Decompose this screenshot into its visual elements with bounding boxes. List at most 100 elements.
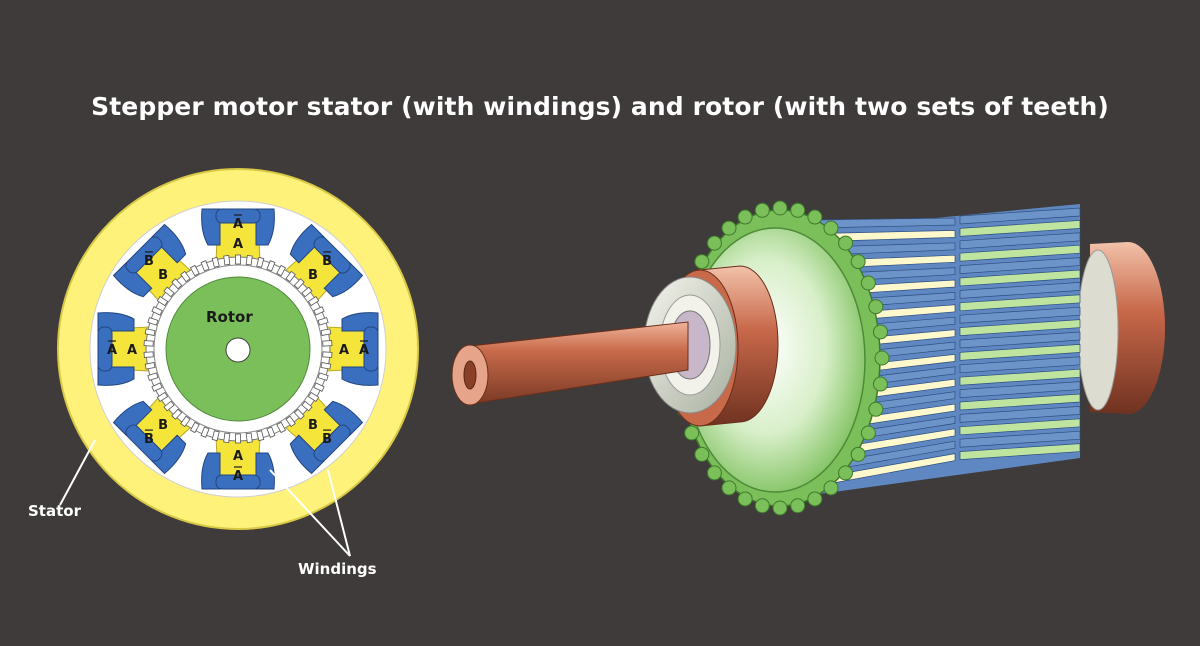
rotor-tooth — [171, 408, 183, 420]
front-disk-tooth — [850, 254, 866, 270]
front-disk-tooth — [721, 220, 737, 236]
front-disk-tooth — [706, 465, 722, 481]
front-disk-tooth — [694, 254, 710, 270]
front-disk-tooth — [772, 500, 788, 516]
stator-pointer-line — [59, 439, 96, 506]
front-disk-tooth — [823, 480, 839, 496]
front-disk-tooth — [694, 446, 710, 462]
front-disk-tooth — [772, 200, 788, 216]
front-disk-tooth — [860, 425, 876, 441]
winding-left — [151, 434, 187, 475]
front-disk-tooth — [838, 235, 854, 251]
winding-top — [363, 326, 379, 372]
coil-label: B — [322, 254, 332, 269]
rotor-tooth — [301, 286, 313, 298]
coil-label: B — [308, 418, 318, 433]
winding-top — [313, 236, 351, 274]
front-disk-tooth — [868, 299, 884, 315]
rotor-tooth — [223, 254, 231, 266]
coil-label: B — [322, 432, 332, 447]
winding-right — [97, 312, 135, 332]
rotor-tooth-strip — [959, 443, 1081, 460]
front-disk-tooth — [721, 480, 737, 496]
rotor-tooth-strip — [959, 244, 1081, 262]
rotor-tooth-strip — [959, 430, 1081, 448]
rotor-tooth — [200, 426, 210, 438]
front-disk-tooth — [872, 324, 888, 340]
front-disk-tooth — [823, 220, 839, 236]
winding-left — [112, 262, 153, 298]
winding-coil — [289, 400, 364, 475]
front-disk-tooth — [684, 425, 700, 441]
rotor-tooth — [285, 270, 296, 283]
winding-top — [313, 424, 351, 462]
rotor-tooth — [307, 295, 320, 307]
rotor-tooth-strip — [959, 294, 1081, 312]
rotor-3d-illustration — [451, 200, 1165, 516]
shaft — [469, 321, 689, 405]
front-disk-tooth — [872, 376, 888, 392]
rotor-tooth — [211, 430, 220, 442]
front-disk-tooth — [754, 498, 770, 514]
rotor-tooth-strip — [959, 331, 1081, 349]
winding-top — [215, 474, 261, 490]
rotor-tooth — [180, 415, 191, 428]
front-disk-tooth — [737, 209, 753, 225]
winding-right — [255, 208, 275, 246]
rotor-tooth — [151, 382, 163, 392]
rotor-tooth — [211, 256, 220, 268]
rotor-tooth — [235, 254, 241, 265]
rotor-tooth — [245, 432, 253, 444]
rotor-tooth — [147, 317, 159, 326]
coil-label: A — [339, 343, 349, 358]
rotor-tooth-strip — [959, 282, 1081, 299]
windings-pointer-line-1 — [269, 469, 351, 557]
stator-windings — [97, 208, 379, 490]
rotor-tooth — [285, 415, 296, 428]
winding-coil — [97, 312, 135, 386]
rotor-tooth — [245, 254, 253, 266]
rotor-tooth-strip — [959, 418, 1081, 436]
winding-right — [151, 223, 187, 264]
coil-label: A — [233, 449, 243, 464]
rotor-tooth — [266, 260, 276, 272]
stator-label: Stator — [28, 502, 81, 520]
coil-label: B — [144, 254, 154, 269]
rotor-tooth-strip — [959, 319, 1081, 336]
coil-label: A — [359, 343, 369, 358]
winding-right — [289, 434, 325, 475]
winding-top — [97, 326, 113, 372]
coil-label: A — [233, 217, 243, 232]
winding-right — [201, 452, 221, 490]
rotor-tooth — [320, 328, 332, 336]
rotor-tooth-strip — [959, 269, 1081, 287]
coil-label: A — [107, 343, 117, 358]
rotor-tooth — [151, 306, 163, 316]
rotor-tooth — [163, 400, 175, 412]
winding-right — [112, 400, 153, 436]
rotor-tooth — [317, 372, 329, 381]
windings-pointer-line-2 — [327, 469, 351, 557]
winding-top — [215, 208, 261, 224]
winding-top — [125, 424, 163, 462]
rotor-tooth-strip — [959, 232, 1081, 250]
rotor-tooth — [313, 382, 325, 392]
winding-coil — [112, 400, 187, 475]
winding-coil — [289, 223, 364, 298]
rotor-tooth — [320, 362, 332, 370]
rotor-tooth — [189, 421, 200, 434]
rotor-tooth — [143, 340, 154, 347]
front-disk-tooth — [838, 465, 854, 481]
rotor-tooth-strip — [959, 368, 1081, 386]
coil-label: B — [144, 432, 154, 447]
rotor-tooth — [293, 278, 305, 290]
rotor-tooth — [171, 278, 183, 290]
rotor-tooth — [189, 264, 200, 277]
rotor-tooth — [317, 317, 329, 326]
coil-label: A — [233, 469, 243, 484]
front-disk-tooth — [874, 350, 890, 366]
rotor-tooth — [256, 430, 265, 442]
